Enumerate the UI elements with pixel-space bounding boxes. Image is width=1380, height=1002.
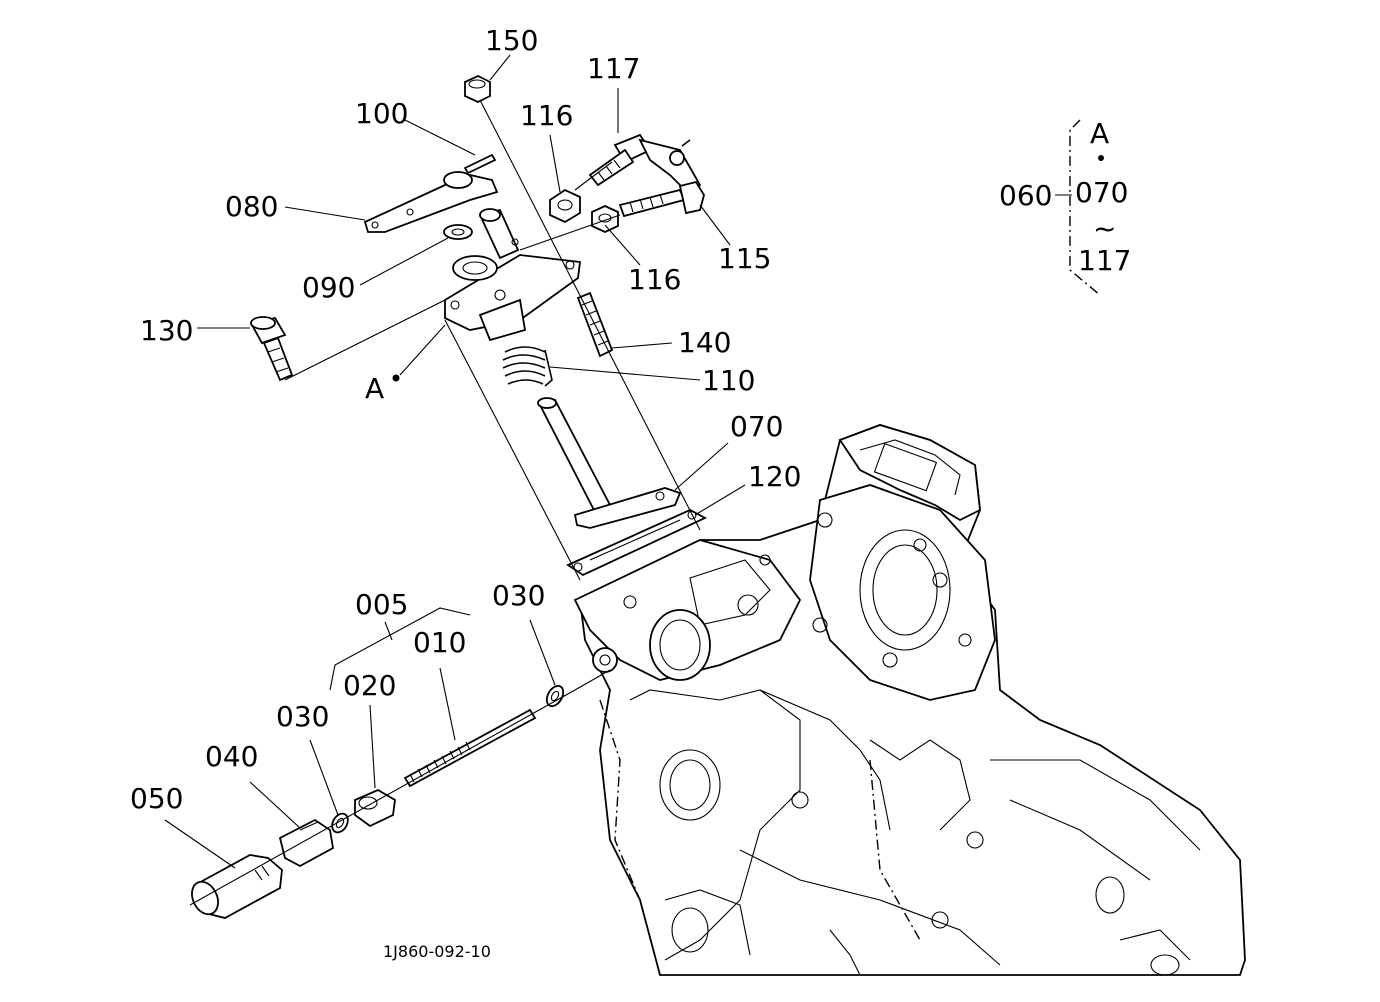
lever-shaft-part xyxy=(537,397,682,529)
legend-group-060: 060 xyxy=(999,179,1052,212)
lock-nut-part xyxy=(354,788,396,828)
legend-to-117: 117 xyxy=(1078,244,1131,277)
callout-080: 080 xyxy=(225,190,278,223)
washer-030-lower-part xyxy=(331,812,349,834)
callout-070: 070 xyxy=(730,410,783,443)
nut-150-part xyxy=(464,75,491,103)
callout-116-upper: 116 xyxy=(520,99,573,132)
leader-lines xyxy=(164,54,746,906)
pin-part xyxy=(463,153,497,175)
callout-116-lower: 116 xyxy=(628,263,681,296)
callout-005: 005 xyxy=(355,588,408,621)
torsion-spring-part xyxy=(502,346,553,387)
lever-assembly-117-part xyxy=(588,133,702,197)
washer-090-part xyxy=(443,224,473,240)
callout-110: 110 xyxy=(702,364,755,397)
gear-case-housing xyxy=(573,424,1246,976)
callout-100: 100 xyxy=(355,97,408,130)
callout-030-upper: 030 xyxy=(492,579,545,612)
reference-point-a xyxy=(392,374,400,382)
callout-050: 050 xyxy=(130,782,183,815)
callout-130: 130 xyxy=(140,314,193,347)
callout-labels: 150 117 100 116 080 116 115 090 130 140 … xyxy=(130,24,1131,961)
callout-090: 090 xyxy=(302,271,355,304)
governor-lever-part xyxy=(363,171,499,233)
nut-116-upper-part xyxy=(549,188,581,224)
sleeve-part xyxy=(191,854,283,919)
callout-040: 040 xyxy=(205,740,258,773)
legend-from-070: 070 xyxy=(1075,176,1128,209)
nut-116-lower-part xyxy=(591,205,619,233)
drawing-number: 1J860-092-10 xyxy=(383,942,491,961)
governor-bracket-part xyxy=(444,208,582,342)
gasket-part xyxy=(566,508,708,577)
callout-020: 020 xyxy=(343,669,396,702)
legend-tilde: ~ xyxy=(1093,212,1116,245)
callout-140: 140 xyxy=(678,326,731,359)
group-legend xyxy=(1055,119,1104,296)
washer-030-upper-part xyxy=(545,684,565,708)
callout-115: 115 xyxy=(718,242,771,275)
callout-120: 120 xyxy=(748,460,801,493)
callout-010: 010 xyxy=(413,626,466,659)
cap-nut-part xyxy=(278,818,334,868)
legend-ref-a: A xyxy=(1090,117,1109,150)
bolt-130-part xyxy=(250,316,294,382)
callout-a: A xyxy=(365,372,384,405)
callout-117: 117 xyxy=(587,52,640,85)
callout-030-lower: 030 xyxy=(276,700,329,733)
bolt-115-part xyxy=(618,180,705,218)
callout-150: 150 xyxy=(485,24,538,57)
